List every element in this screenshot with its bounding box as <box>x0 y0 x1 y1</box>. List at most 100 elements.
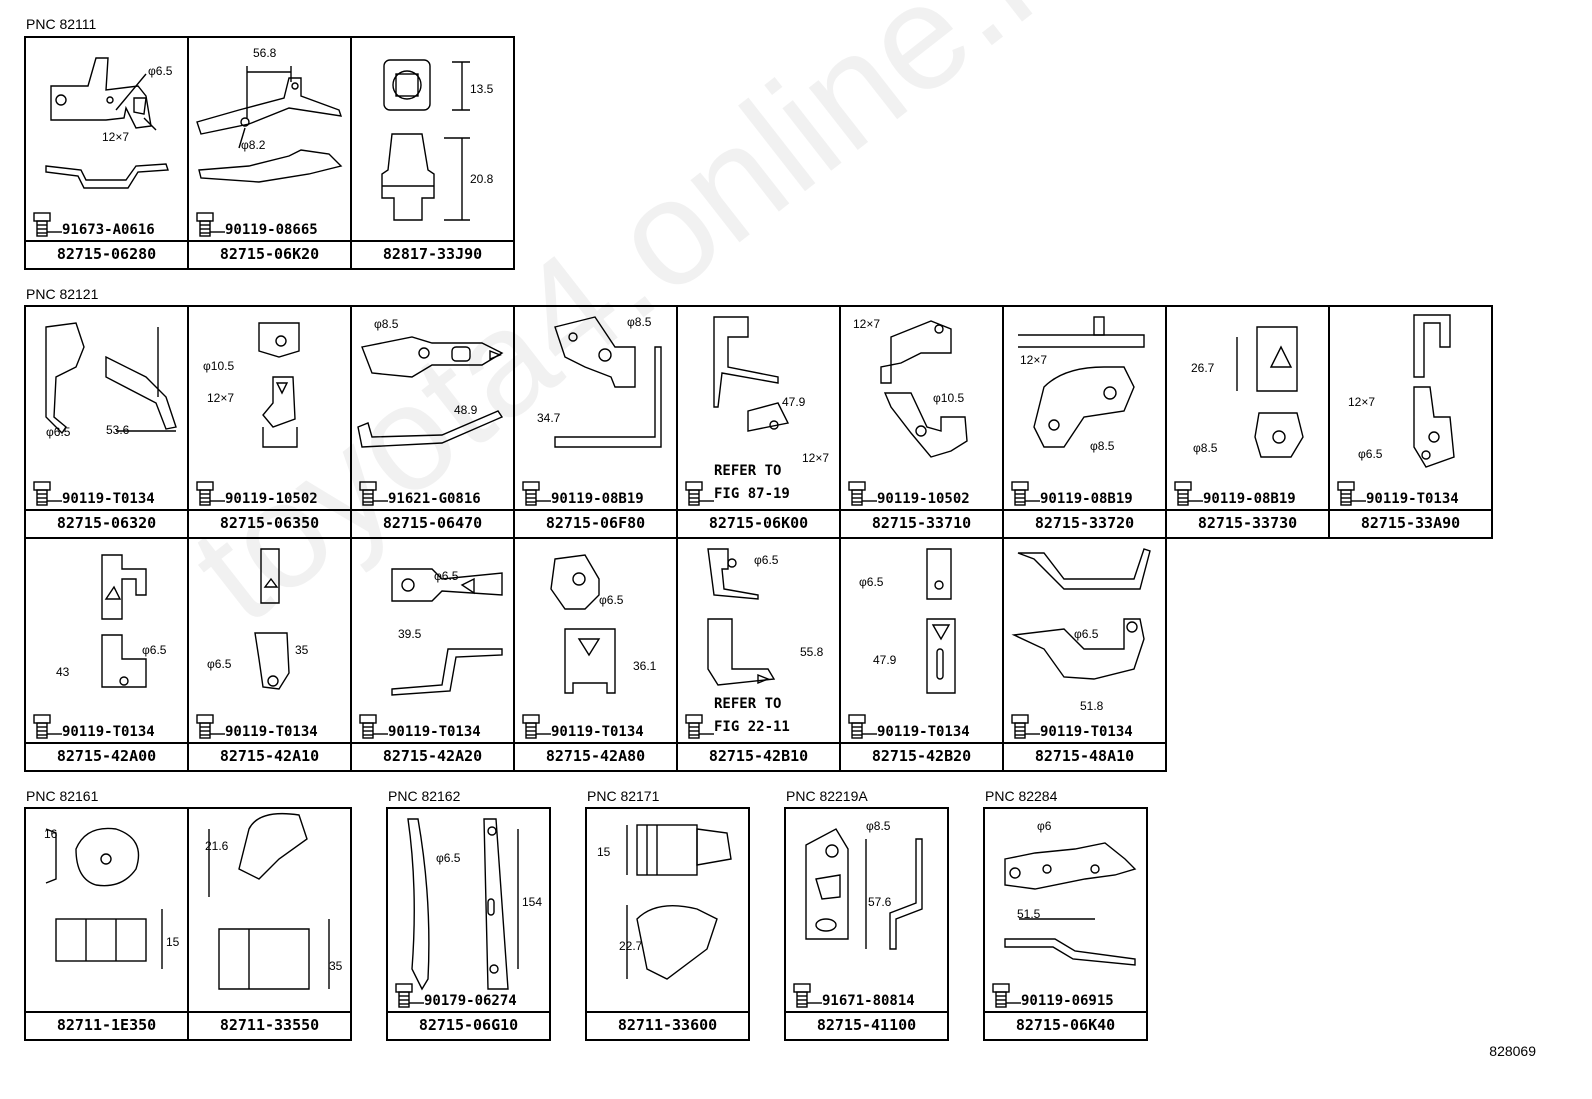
part-number[interactable]: 82715-06350 <box>189 509 350 537</box>
part-number[interactable]: 82715-41100 <box>786 1011 947 1039</box>
part-number[interactable]: 82715-06280 <box>26 240 187 268</box>
part-number[interactable]: 82715-42A10 <box>189 742 350 770</box>
part-number[interactable]: 82715-42A20 <box>352 742 513 770</box>
dimension-label: 12×7 <box>1348 395 1376 409</box>
pnc-label-82162: PNC 82162 <box>388 788 461 804</box>
dimension-label: 12×7 <box>802 451 830 465</box>
part-number[interactable]: 82715-06K40 <box>985 1011 1146 1039</box>
bolt-callout: 90119-T0134 <box>1336 481 1459 507</box>
part-number[interactable]: 82715-06320 <box>26 509 187 537</box>
dimension-label: φ6.5 <box>46 425 71 439</box>
part-number[interactable]: 82715-33710 <box>841 509 1002 537</box>
part-number[interactable]: 82715-42B10 <box>678 742 839 770</box>
part-number[interactable]: 82715-06K20 <box>189 240 350 268</box>
dimension-label: 22.7 <box>619 939 643 953</box>
part-cell[interactable]: 56.8 φ8.2 90119-08665 82715-06K20 <box>189 38 352 268</box>
bolt-icon <box>1337 481 1366 506</box>
part-number[interactable]: 82715-06G10 <box>388 1011 549 1039</box>
part-number[interactable]: 82711-33550 <box>189 1011 350 1039</box>
part-number[interactable]: 82715-33730 <box>1167 509 1328 537</box>
part-drawing <box>707 548 776 686</box>
bolt-callout: 90119-08665 <box>195 212 318 238</box>
part-number[interactable]: 82711-1E350 <box>26 1011 187 1039</box>
bolt-part-number: 90119-T0134 <box>877 724 970 740</box>
bolt-callout: 91621-G0816 <box>358 481 481 507</box>
bolt-callout: 90119-T0134 <box>32 714 155 740</box>
pnc-label-82171: PNC 82171 <box>587 788 660 804</box>
part-number[interactable]: 82715-42A00 <box>26 742 187 770</box>
bracket-drawing <box>45 57 169 189</box>
bolt-icon <box>685 481 714 506</box>
part-number[interactable]: 82715-48A10 <box>1004 742 1165 770</box>
bolt-callout: 90119-T0134 <box>358 714 481 740</box>
dimension-label: 43 <box>56 665 70 679</box>
refer-line: REFER TO <box>714 463 782 479</box>
part-number[interactable]: 82817-33J90 <box>352 240 513 268</box>
part-drawing <box>254 548 290 690</box>
part-drawing <box>391 568 503 696</box>
dimension-label: 51.8 <box>1080 699 1104 713</box>
dimension-label: φ6.5 <box>434 569 459 583</box>
dimension-label: 12×7 <box>853 317 881 331</box>
part-number[interactable]: 82711-33600 <box>587 1011 748 1039</box>
part-cell[interactable]: φ6.5 12×7 91673-A0616 82715-06280 <box>26 38 189 268</box>
bolt-icon <box>1011 714 1040 739</box>
part-number[interactable]: 82715-42B20 <box>841 742 1002 770</box>
dimension-label: 39.5 <box>398 627 422 641</box>
group-82111: φ6.5 12×7 91673-A0616 82715-06280 56.8 φ… <box>24 36 515 270</box>
bolt-part-number: 90119-T0134 <box>62 724 155 740</box>
bolt-callout: 90119-T0134 <box>32 481 155 507</box>
part-number[interactable]: 82715-33A90 <box>1330 509 1491 537</box>
dimension-label: φ8.5 <box>1090 439 1115 453</box>
part-number[interactable]: 82715-06F80 <box>515 509 676 537</box>
dimension-label: 51.5 <box>1017 907 1041 921</box>
bolt-icon <box>848 481 877 506</box>
bolt-part-number: 91671-80814 <box>822 993 915 1009</box>
dimension-label: 56.8 <box>253 46 277 60</box>
part-number[interactable]: 82715-06K00 <box>678 509 839 537</box>
dimension-label: φ6.5 <box>436 851 461 865</box>
part-number[interactable]: 82715-06470 <box>352 509 513 537</box>
part-cell[interactable]: 13.5 20.8 82817-33J90 <box>352 38 515 268</box>
bolt-callout: 91671-80814 <box>792 983 915 1009</box>
dimension-label: φ8.5 <box>374 317 399 331</box>
bolt-part-number: 90179-06274 <box>424 993 517 1009</box>
bolt-icon <box>522 481 551 506</box>
dimension-label: 21.6 <box>205 839 229 853</box>
part-number[interactable]: 82715-33720 <box>1004 509 1165 537</box>
part-number[interactable]: 82715-42A80 <box>515 742 676 770</box>
